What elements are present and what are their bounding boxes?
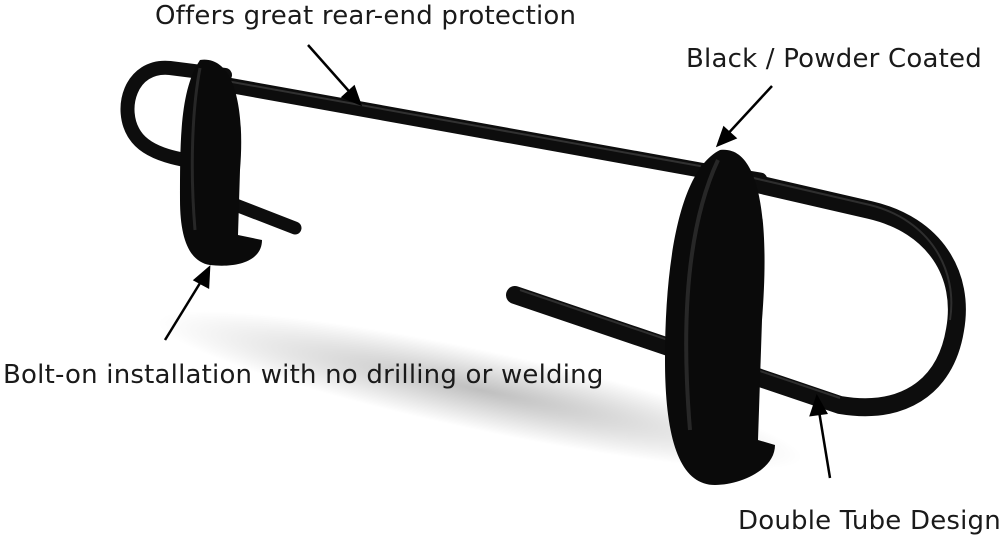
callout-finish: Black / Powder Coated (686, 44, 982, 74)
callout-protection: Offers great rear-end protection (155, 1, 577, 31)
floor-shadow (157, 311, 803, 469)
callout-design: Double Tube Design (738, 506, 1000, 536)
callout-installation: Bolt-on installation with no drilling or… (3, 360, 604, 390)
arrow-finish (715, 85, 773, 148)
right-tube-loop (506, 171, 966, 417)
arrow-installation (163, 265, 211, 341)
right-bracket (665, 149, 775, 485)
arrow-protection (307, 44, 363, 107)
top-tube (192, 72, 768, 188)
arrow-design (809, 393, 832, 479)
left-bracket (180, 59, 262, 266)
